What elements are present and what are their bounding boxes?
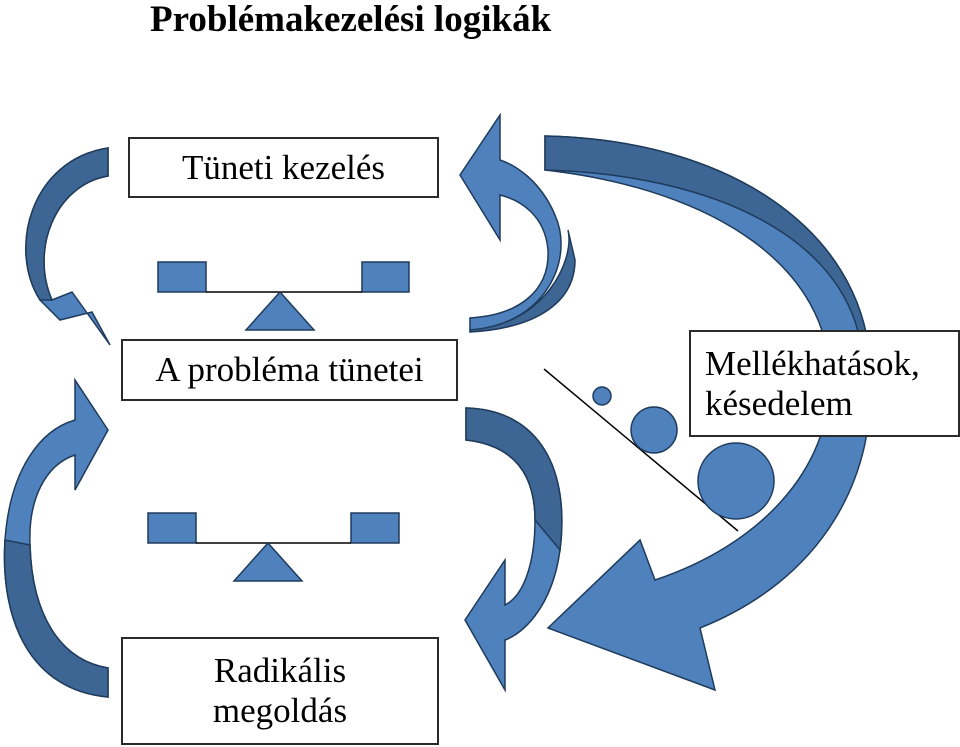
box-symptomatic-label: Tüneti kezelés — [181, 147, 386, 187]
page-title: Problémakezelési logikák — [150, 0, 552, 40]
upper-scale-left-weight — [157, 261, 207, 293]
box-problem-symptoms: A probléma tünetei — [121, 339, 458, 401]
box-side-effects-line-1: Mellékhatások, — [705, 343, 920, 383]
curved-arrow-top-right — [459, 112, 562, 331]
box-symptomatic-treatment: Tüneti kezelés — [128, 137, 439, 198]
small-ball — [592, 386, 612, 406]
curved-arrow-top-right-shade — [469, 229, 576, 333]
medium-ball — [630, 406, 678, 454]
box-side-effects-line-2: késedelem — [705, 383, 853, 423]
box-radical-line-1: Radikális — [213, 651, 347, 690]
lower-scale-fulcrum — [232, 541, 304, 582]
upper-scale-fulcrum — [244, 290, 316, 331]
curved-arrow-bottom-right-shade — [465, 407, 563, 552]
box-side-effects: Mellékhatások, késedelem — [689, 330, 960, 437]
box-radical-line-2: megoldás — [212, 691, 348, 730]
box-symptoms-label: A probléma tünetei — [155, 350, 424, 389]
curved-arrow-top-left-shade — [25, 147, 109, 301]
lower-scale-right-weight — [350, 512, 400, 544]
box-radical-solution: Radikális megoldás — [121, 637, 439, 745]
lower-scale-left-weight — [147, 512, 197, 544]
large-ball — [697, 442, 775, 520]
curved-arrow-bottom-left-shade — [3, 539, 109, 698]
upper-scale-right-weight — [361, 261, 410, 293]
